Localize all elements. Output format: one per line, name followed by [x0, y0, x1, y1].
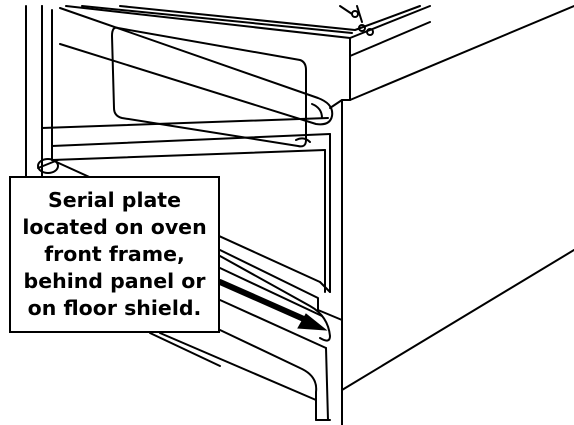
- callout-line: front frame,: [44, 242, 185, 266]
- door-handle: [59, 7, 334, 126]
- floor-shield: [315, 389, 343, 425]
- oven-window: [111, 26, 307, 148]
- serial-plate-callout: Serial plate located on oven front frame…: [9, 176, 220, 333]
- arrow-head: [297, 313, 328, 331]
- door-trim-mark: [295, 137, 311, 143]
- range-side-panel: [341, 5, 574, 391]
- storage-drawer: [149, 249, 343, 421]
- range-top: [65, 5, 431, 57]
- pointer-arrow: [217, 279, 328, 331]
- callout-line: Serial plate: [47, 188, 182, 212]
- callout-line: located on oven: [22, 215, 207, 239]
- callout-line: behind panel or: [23, 269, 206, 293]
- callout-text: Serial plate located on oven front frame…: [22, 187, 206, 322]
- door-knob-left: [37, 158, 59, 174]
- callout-line: on floor shield.: [27, 296, 202, 320]
